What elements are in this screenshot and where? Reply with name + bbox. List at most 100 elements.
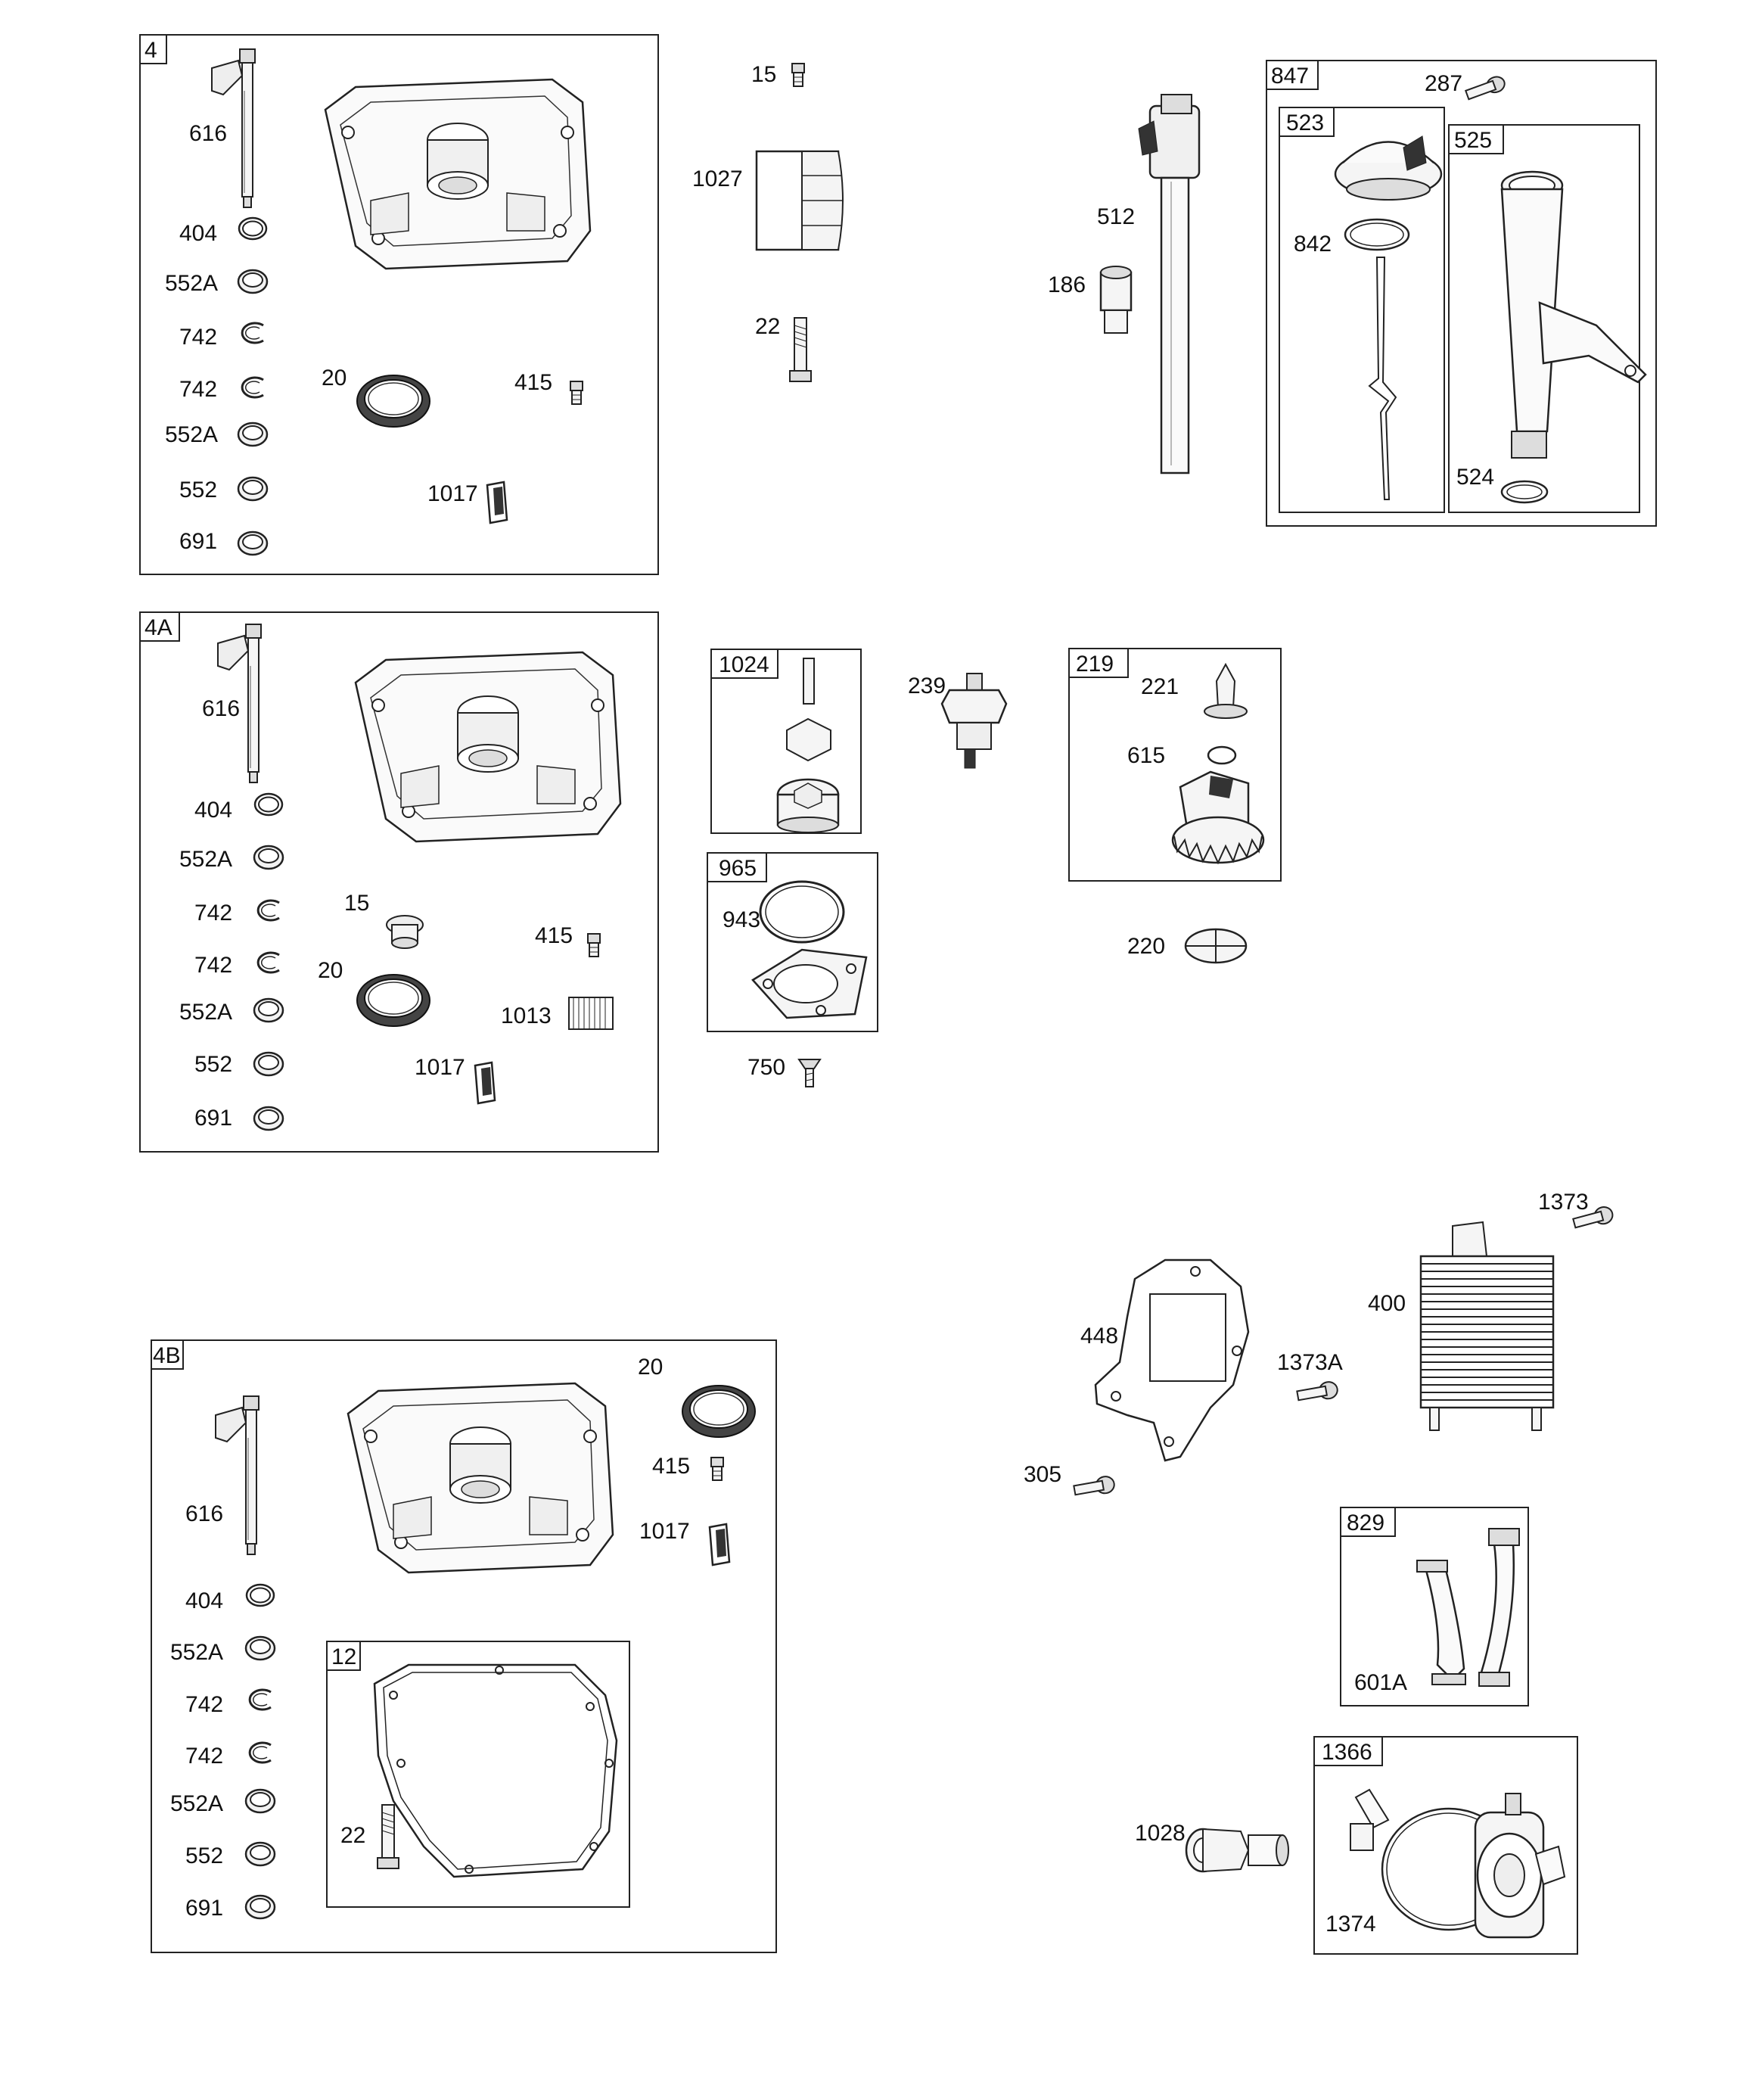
callout-22: 22	[340, 1823, 365, 1848]
callout-305: 305	[1024, 1462, 1061, 1487]
callout-1017: 1017	[415, 1055, 465, 1080]
callout-415: 415	[514, 370, 552, 395]
callout-552a: 552A	[170, 1640, 223, 1665]
group-4: 4 616 404 552A 742 742 552A 552 691 20 4…	[139, 34, 659, 575]
callout-448: 448	[1080, 1324, 1118, 1349]
oil-cooler-shape	[1419, 1221, 1555, 1431]
callout-1028: 1028	[1135, 1821, 1186, 1846]
callout-20: 20	[322, 366, 347, 390]
group-829: 829 601A	[1340, 1507, 1529, 1706]
pump-rotor-shape	[776, 658, 840, 833]
callout-750: 750	[747, 1055, 785, 1080]
group-label: 12	[331, 1644, 356, 1669]
callout-691: 691	[194, 1106, 232, 1131]
callout-20: 20	[318, 958, 343, 983]
bolt-305-shape	[1073, 1476, 1115, 1496]
callout-616: 616	[185, 1501, 223, 1526]
callout-842: 842	[1294, 232, 1332, 257]
oil-filter-parts: 15 1027 22	[692, 62, 844, 382]
bolt-1373a-shape	[1296, 1381, 1338, 1402]
o-ring-943-shape	[759, 880, 845, 944]
group-4a: 4A 616 404 552A 742 742 552A 552 691 15	[139, 611, 659, 1153]
callout-742: 742	[194, 953, 232, 978]
callout-1027: 1027	[692, 166, 743, 191]
group-label: 829	[1347, 1510, 1385, 1535]
callout-552a: 552A	[165, 422, 218, 447]
callout-601a: 601A	[1354, 1670, 1407, 1695]
governor-gear-shape	[1171, 770, 1265, 865]
bolt-1373-shape	[1572, 1206, 1614, 1229]
group-4b: 4B 616 404 552A 742 742 552A 552 691 20 …	[151, 1339, 777, 1953]
group-label: 965	[719, 856, 757, 881]
callout-742: 742	[179, 325, 217, 350]
callout-221: 221	[1141, 674, 1179, 699]
callout-615: 615	[1127, 743, 1165, 768]
group-label: 4A	[145, 615, 172, 640]
callout-1374: 1374	[1325, 1912, 1376, 1937]
group-label: 4B	[153, 1343, 181, 1368]
callout-404: 404	[185, 1588, 223, 1613]
group-12: 12 22	[326, 1641, 630, 1908]
callout-552a: 552A	[165, 271, 218, 296]
callout-691: 691	[179, 529, 217, 554]
group-1024: 1024	[710, 649, 862, 834]
pin-221-shape	[1204, 662, 1248, 719]
elbow-fitting-shape	[1350, 1788, 1390, 1851]
thrust-washer-220-shape	[1184, 928, 1248, 964]
group-label: 523	[1286, 110, 1324, 135]
oil-filter-shape	[755, 150, 844, 251]
callout-616: 616	[189, 121, 227, 146]
group-label: 219	[1076, 652, 1114, 677]
callout-1017: 1017	[639, 1519, 690, 1544]
oil-hose-shape	[1416, 1528, 1520, 1687]
callout-404: 404	[194, 798, 232, 823]
group-label: 4	[145, 38, 157, 63]
o-ring-615-shape	[1207, 745, 1237, 765]
callout-552: 552	[185, 1843, 223, 1868]
callout-1017: 1017	[427, 481, 478, 506]
callout-524: 524	[1456, 465, 1494, 490]
callout-742: 742	[179, 377, 217, 402]
callout-15: 15	[344, 891, 369, 916]
tube-grommet-shape	[1099, 266, 1133, 334]
group-1366: 1366 1374	[1313, 1736, 1578, 1955]
group-965: 965 943	[707, 852, 878, 1032]
pump-cover-shape	[751, 948, 868, 1019]
callout-20: 20	[638, 1355, 663, 1380]
dipstick-tube-parts: 512 186	[1048, 94, 1201, 474]
callout-1373a: 1373A	[1277, 1350, 1343, 1375]
callout-1013: 1013	[501, 1003, 552, 1028]
callout-220: 220	[1127, 934, 1165, 959]
callout-616: 616	[202, 696, 240, 721]
group-847: 847 287 523 842 525	[1266, 60, 1657, 527]
callout-691: 691	[185, 1896, 223, 1921]
callout-552: 552	[179, 478, 217, 502]
callout-186: 186	[1048, 272, 1086, 297]
callout-742: 742	[185, 1744, 223, 1769]
callout-415: 415	[535, 923, 573, 948]
callout-400: 400	[1368, 1291, 1406, 1316]
oil-filter-adapter-shape	[1381, 1793, 1566, 1939]
callout-239: 239	[908, 674, 946, 698]
callout-1373: 1373	[1538, 1190, 1589, 1215]
group-label: 1024	[719, 652, 769, 677]
screw-750-shape	[797, 1059, 822, 1087]
callout-415: 415	[652, 1454, 690, 1479]
drain-plug-shape	[386, 915, 424, 949]
oil-fill-tube-shape	[1500, 170, 1647, 504]
callout-287: 287	[1425, 71, 1462, 96]
oil-pressure-switch-shape	[940, 673, 1008, 769]
adapter-fitting-1028-shape	[1185, 1828, 1289, 1873]
callout-404: 404	[179, 221, 217, 246]
callout-742: 742	[194, 901, 232, 926]
callout-15: 15	[751, 62, 776, 87]
oil-cooler-parts: 1373 400 448	[1024, 1190, 1614, 1955]
callout-742: 742	[185, 1692, 223, 1717]
callout-512: 512	[1097, 204, 1135, 229]
dipstick-cap-shape	[1334, 135, 1443, 500]
gasket-shape	[373, 1663, 618, 1878]
screw-287-shape	[1464, 76, 1506, 101]
callout-552a: 552A	[179, 1000, 232, 1025]
group-219: 219 221 615	[1068, 648, 1282, 882]
